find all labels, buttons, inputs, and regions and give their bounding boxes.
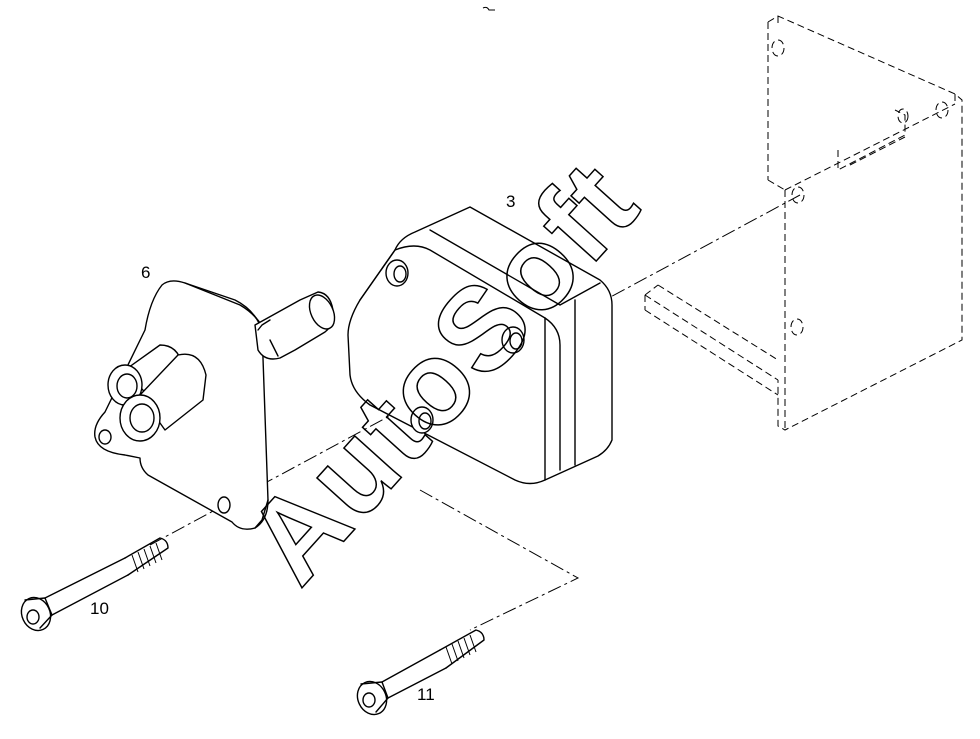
- mounting-bracket: [644, 15, 963, 431]
- top-mark: [482, 6, 495, 11]
- port-flange: [94, 280, 336, 530]
- motor-block: [347, 206, 613, 485]
- bolt-10: [20, 537, 169, 632]
- callout-10: 10: [90, 599, 109, 618]
- callout-11: 11: [417, 685, 435, 704]
- center-line-lower: [419, 489, 580, 631]
- bolt-11: [356, 629, 485, 716]
- callout-3: 3: [506, 192, 515, 211]
- callout-6: 6: [141, 263, 150, 282]
